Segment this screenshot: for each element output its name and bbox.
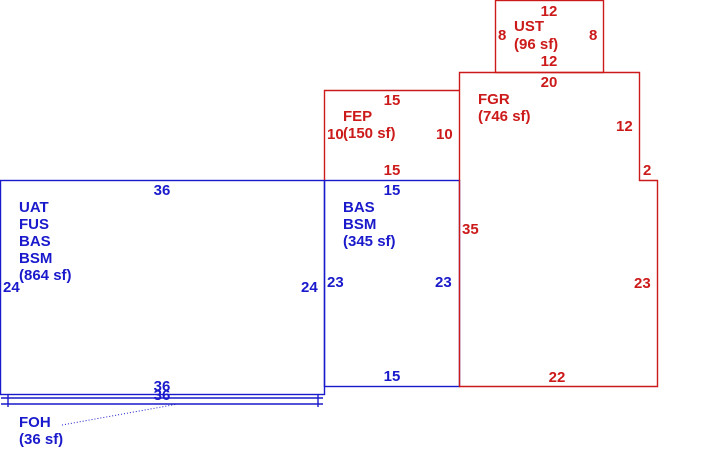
fep-left-dimension: 10 [327,126,344,143]
fep-bottom-dimension: 15 [384,162,401,179]
foh-dimension-line [1,395,323,407]
bsm-right-dimension: 23 [435,274,452,291]
bsm-top-dimension: 15 [384,182,401,199]
ust-left-dimension: 8 [498,27,506,44]
fep-right-dimension: 10 [436,126,453,143]
bsm-bottom-dimension: 15 [384,368,401,385]
foh-area-label: FOH (36 sf) [19,414,63,448]
main-left-dimension: 24 [3,279,20,296]
main-top-dimension: 36 [154,182,171,199]
fgr-area-label: FGR (746 sf) [478,91,531,125]
ust-area-label: UST (96 sf) [514,18,558,53]
fgr-step-dimension: 2 [643,162,651,179]
main-right-dimension: 24 [301,279,318,296]
fgr-right-upper-dimension: 12 [616,118,633,135]
foh-length-dimension: 36 [154,387,171,404]
fep-area-outline[interactable] [323,89,460,181]
ust-bottom-dimension: 12 [541,53,558,70]
ust-right-dimension: 8 [589,27,597,44]
fep-top-dimension: 15 [384,92,401,109]
ust-top-dimension: 12 [541,3,558,20]
fgr-right-lower-dimension: 23 [634,275,651,292]
main-bottom-dimension: 36 [154,378,171,395]
fgr-top-dimension: 20 [541,74,558,91]
main-area-label: UAT FUS BAS BSM (864 sf) [19,199,72,284]
fgr-left-dimension: 35 [462,221,479,238]
bsm-area-label: BAS BSM (345 sf) [343,199,396,250]
fgr-bottom-dimension: 22 [549,369,566,386]
ust-area-outline[interactable] [494,0,605,74]
fep-area-label: FEP (150 sf) [343,108,396,142]
foh-leader-line [61,403,179,426]
fgr-area-outline[interactable] [458,71,659,388]
bsm-left-dimension: 23 [327,274,344,291]
